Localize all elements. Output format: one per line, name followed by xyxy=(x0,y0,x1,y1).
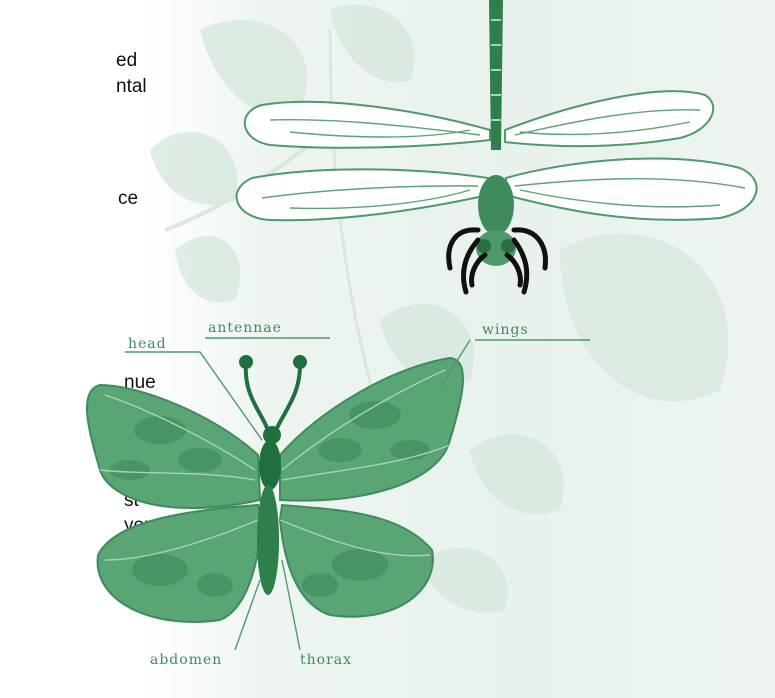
butterfly-antennae xyxy=(241,357,305,430)
dragonfly-wing-upper-right xyxy=(505,91,713,146)
butterfly-thorax xyxy=(259,440,281,490)
dragonfly-abdomen xyxy=(489,0,503,150)
dragonfly xyxy=(237,0,757,292)
label-wings: wings xyxy=(482,322,529,338)
leaf-shape xyxy=(200,20,307,115)
label-thorax: thorax xyxy=(300,652,352,668)
dragonfly-thorax xyxy=(478,175,514,235)
butterfly-abdomen xyxy=(257,485,279,595)
butterfly xyxy=(87,357,463,622)
dragonfly-wing-upper-left xyxy=(245,102,490,148)
dragonfly-wing-lower-right xyxy=(506,159,757,220)
leaf-shape xyxy=(470,434,564,514)
leaf-shape xyxy=(560,234,728,402)
label-head: head xyxy=(128,336,167,352)
label-abdomen: abdomen xyxy=(150,652,222,668)
leaf-shape xyxy=(150,132,237,205)
label-antennae: antennae xyxy=(208,320,282,336)
butterfly-wing-upper-right xyxy=(280,358,463,501)
leaf-shape xyxy=(330,5,415,82)
butterfly-wing-upper-left xyxy=(87,385,260,508)
leaf-stem xyxy=(330,30,380,420)
leaf-shape xyxy=(175,236,240,303)
